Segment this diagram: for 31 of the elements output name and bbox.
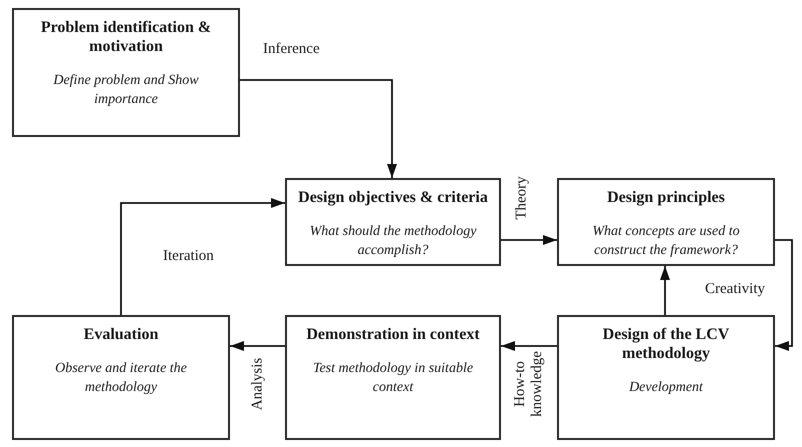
box-title: Design principles xyxy=(607,188,725,208)
box-title: Evaluation xyxy=(84,325,158,344)
box-description: What should the methodology accomplish? xyxy=(308,223,478,260)
arrow xyxy=(230,341,285,351)
edge-label: How-to knowledge xyxy=(512,350,546,419)
box-title: Design objectives & criteria xyxy=(298,188,488,208)
box-title: Demonstration in context xyxy=(306,325,480,344)
edge-label: Creativity xyxy=(705,281,765,298)
arrow xyxy=(501,235,557,245)
edge-label: Inference xyxy=(263,41,320,58)
arrow xyxy=(120,198,285,315)
arrow xyxy=(775,239,793,351)
box-description: Test methodology in suitable context xyxy=(312,360,474,398)
arrow xyxy=(660,266,670,315)
arrow xyxy=(501,341,557,351)
box-title: Problem identification & motivation xyxy=(40,18,212,56)
box-description: Observe and iterate the methodology xyxy=(54,360,188,398)
process-box xyxy=(12,315,230,440)
box-description: Define problem and Show importance xyxy=(52,72,200,110)
edge-label: Iteration xyxy=(163,248,214,266)
edge-label: Analysis xyxy=(249,358,266,410)
process-box xyxy=(12,8,240,137)
edge-label: Theory xyxy=(513,176,530,220)
process-box xyxy=(285,178,501,266)
process-box xyxy=(557,315,775,440)
process-box xyxy=(557,178,775,266)
box-description: Development xyxy=(629,379,703,398)
arrow xyxy=(240,79,397,178)
process-box xyxy=(285,315,501,440)
box-description: What concepts are used to construct the framework? xyxy=(591,223,741,260)
box-title: Design of the LCV methodology xyxy=(602,325,730,364)
